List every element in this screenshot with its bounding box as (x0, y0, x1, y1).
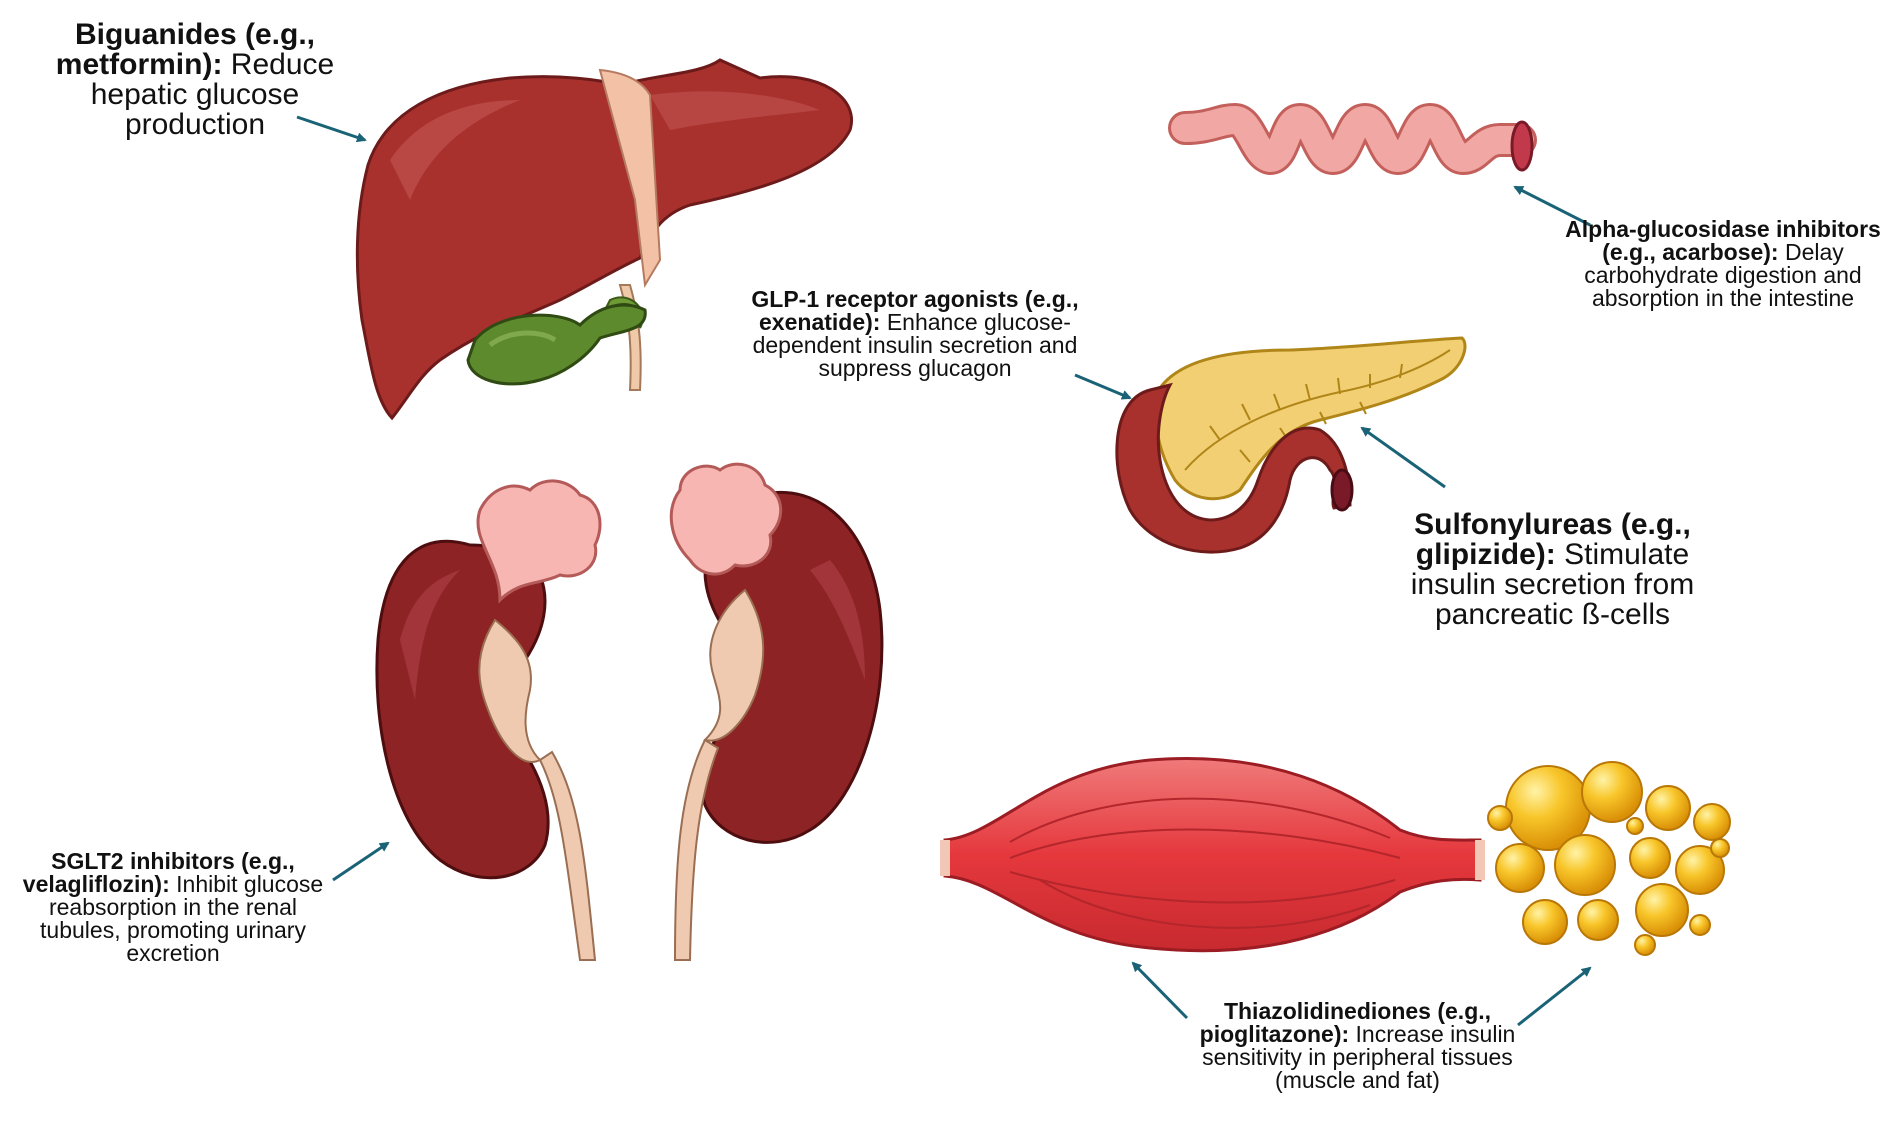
alpha-glucosidase-label: Alpha-glucosidase inhibitors (e.g., acar… (1558, 218, 1888, 310)
alpha-glucosidase-mechanism: Delay carbohydrate digestion and absorpt… (1584, 239, 1862, 311)
arrow-tzd-fat (1517, 966, 1592, 1027)
arrow-glp1 (1074, 373, 1132, 400)
sulfonylureas-drug-class: Sulfonylureas (e.g., glipizide): (1414, 508, 1691, 571)
pointer-arrows (296, 115, 1592, 1027)
glp1-drug-class: GLP-1 receptor agonists (e.g., exenatide… (751, 286, 1079, 335)
sulfonylureas-mechanism: Stimulate insulin secretion from pancrea… (1410, 538, 1695, 631)
sglt2-drug-class: SGLT2 inhibitors (e.g., velagliflozin): (22, 848, 295, 897)
sulfonylureas-label: Sulfonylureas (e.g., glipizide): Stimula… (1395, 510, 1710, 630)
arrow-sglt2 (332, 841, 390, 882)
thiazolidinediones-mechanism: Increase insulin sensitivity in peripher… (1202, 1021, 1516, 1093)
glp1-mechanism: Enhance glucose-dependent insulin secret… (752, 309, 1078, 381)
biguanides-drug-class: Biguanides (e.g., metformin): (55, 18, 316, 81)
arrow-tzd-muscle (1131, 961, 1189, 1020)
kidneys-illustration (375, 462, 884, 961)
fat-cells-illustration (1487, 761, 1731, 956)
arrow-alpha-glucosidase (1513, 185, 1591, 227)
arrow-sulfonylureas (1360, 426, 1446, 489)
sglt2-label: SGLT2 inhibitors (e.g., velagliflozin): … (8, 850, 338, 965)
liver-illustration (355, 58, 853, 421)
thiazolidinediones-drug-class: Thiazolidinediones (e.g., pioglitazone): (1199, 998, 1492, 1047)
biguanides-label: Biguanides (e.g., metformin): Reduce hep… (45, 20, 345, 140)
muscle-illustration (940, 756, 1485, 953)
biguanides-mechanism: Reduce hepatic glucose production (90, 48, 335, 141)
thiazolidinediones-label: Thiazolidinediones (e.g., pioglitazone):… (1195, 1000, 1520, 1092)
alpha-glucosidase-drug-class: Alpha-glucosidase inhibitors (e.g., acar… (1565, 216, 1881, 265)
sglt2-mechanism: Inhibit glucose reabsorption in the rena… (40, 871, 324, 966)
arrow-biguanides (296, 115, 367, 143)
glp1-label: GLP-1 receptor agonists (e.g., exenatide… (745, 288, 1085, 380)
intestine-illustration (1168, 103, 1537, 175)
pancreas-illustration (1115, 336, 1467, 554)
